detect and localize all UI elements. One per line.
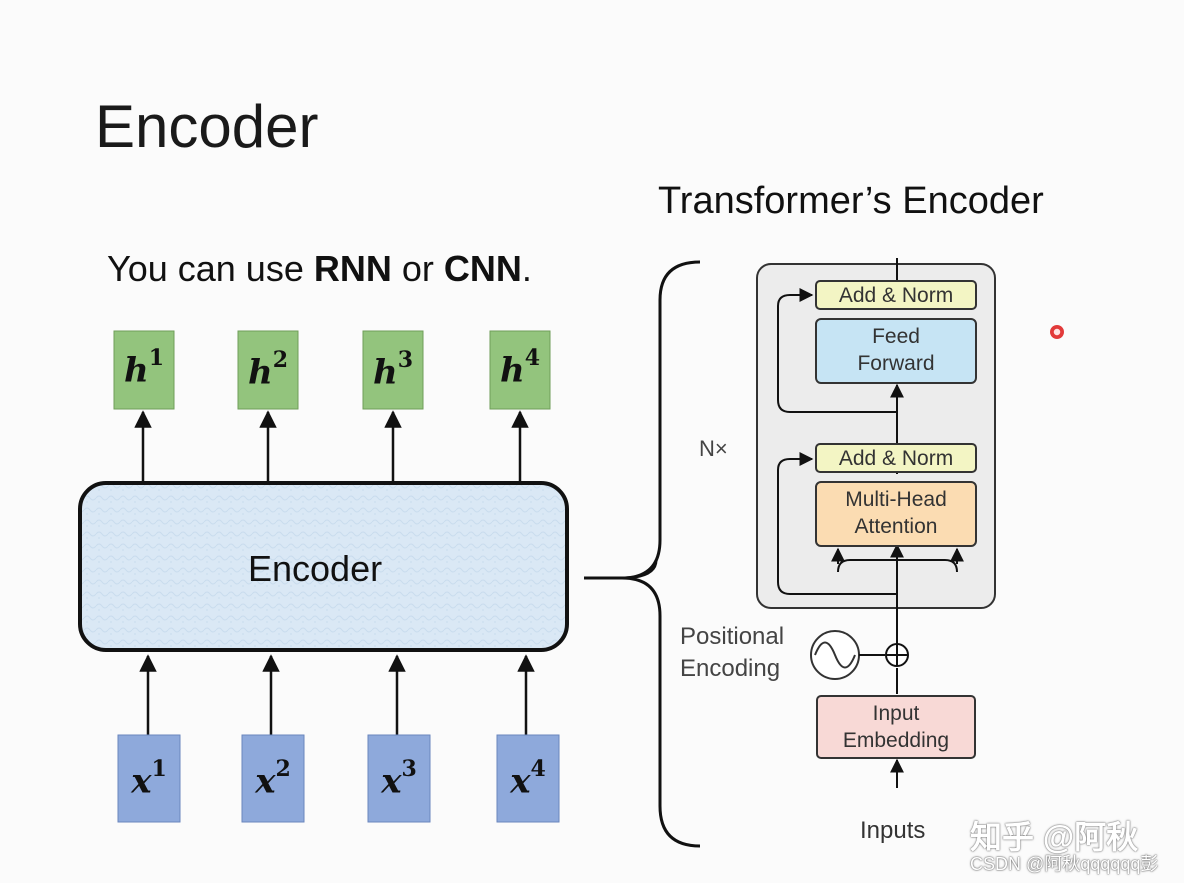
add-norm-bottom-box (815, 443, 977, 473)
x1-box (117, 734, 181, 823)
add-norm-bottom-label: Add & Norm (838, 447, 954, 470)
add-norm-top-label: Add & Norm (838, 284, 954, 307)
nx-block-background (756, 263, 996, 609)
x4-label: x4 (510, 756, 546, 802)
h4-box (489, 330, 551, 410)
note-suffix: . (521, 248, 532, 289)
slide-title: Encoder (95, 93, 319, 160)
feed-forward-line2: Forward (857, 352, 935, 375)
feed-forward-box (815, 318, 977, 384)
positional-encoding-icon (810, 630, 860, 680)
embedding-line2: Embedding (842, 729, 950, 752)
h2-box (237, 330, 299, 410)
x3-label: x3 (381, 756, 417, 802)
h3-box (362, 330, 424, 410)
note-middle: or (391, 248, 444, 289)
multi-head-attention-box (815, 481, 977, 547)
h1-box (113, 330, 175, 410)
x4-box (496, 734, 560, 823)
x3-box (367, 734, 431, 823)
positional-line1: Positional (680, 623, 785, 650)
embedding-line1: Input (872, 702, 920, 725)
positional-line2: Encoding (680, 655, 781, 682)
encoder-block (78, 481, 569, 652)
note-rnn: RNN (313, 248, 392, 289)
h3-label: h3 (372, 347, 414, 393)
x2-box (241, 734, 305, 823)
watermark-csdn: CSDN @阿秋qqqqqq彭 (970, 854, 1159, 874)
h1-label: h1 (123, 345, 165, 391)
add-operator-icon (885, 643, 909, 667)
attention-line2: Attention (854, 515, 938, 538)
note-prefix: You can use (107, 248, 314, 289)
transformer-title: Transformer’s Encoder (658, 180, 1044, 222)
h2-label: h2 (247, 347, 289, 393)
encoder-label: Encoder (248, 548, 383, 589)
input-embedding-box (816, 695, 976, 759)
h4-label: h4 (499, 345, 541, 391)
curly-brace (621, 260, 701, 848)
x1-label: x1 (131, 756, 167, 802)
attention-line1: Multi-Head (845, 488, 947, 511)
x2-label: x2 (255, 756, 291, 802)
feed-forward-line1: Feed (872, 325, 920, 348)
rnn-cnn-note: You can use RNN or CNN. (107, 248, 532, 290)
transformer-diagram (756, 258, 996, 788)
brace-connector (584, 260, 701, 848)
add-norm-top-box (815, 280, 977, 310)
left-encoder-diagram (78, 330, 569, 823)
repeat-label: N× (699, 436, 728, 461)
laser-pointer-dot (1050, 325, 1064, 339)
note-cnn: CNN (443, 248, 522, 289)
watermark-zhihu: 知乎 @阿秋 (970, 819, 1139, 855)
inputs-label: Inputs (860, 817, 926, 844)
